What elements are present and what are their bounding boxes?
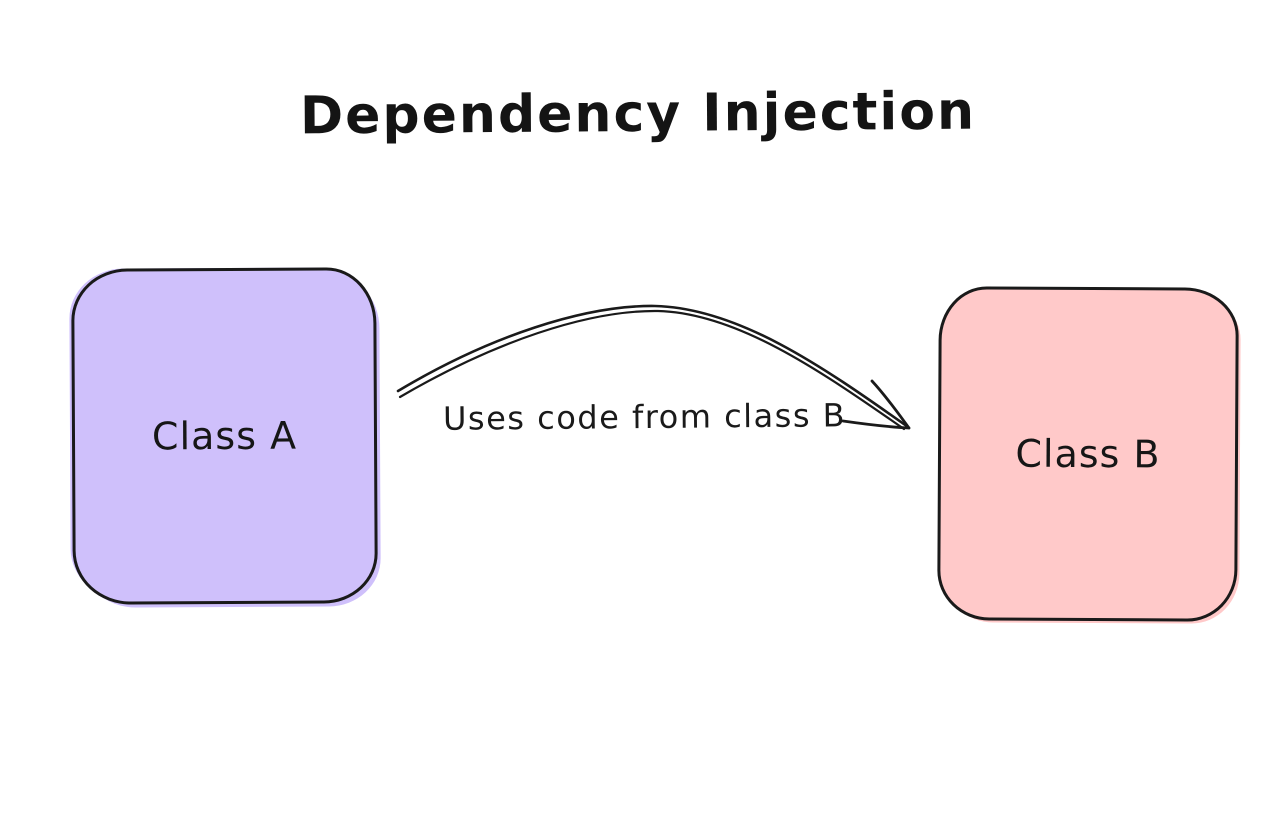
- node-class-a-label: Class A: [151, 413, 298, 459]
- diagram-title: Dependency Injection: [299, 81, 977, 147]
- node-class-b-label: Class B: [1015, 431, 1161, 477]
- arrow-label: Uses code from class B: [442, 396, 847, 438]
- node-class-a: Class A: [71, 267, 378, 605]
- node-class-b: Class B: [937, 286, 1239, 622]
- arrow-head: [841, 379, 911, 430]
